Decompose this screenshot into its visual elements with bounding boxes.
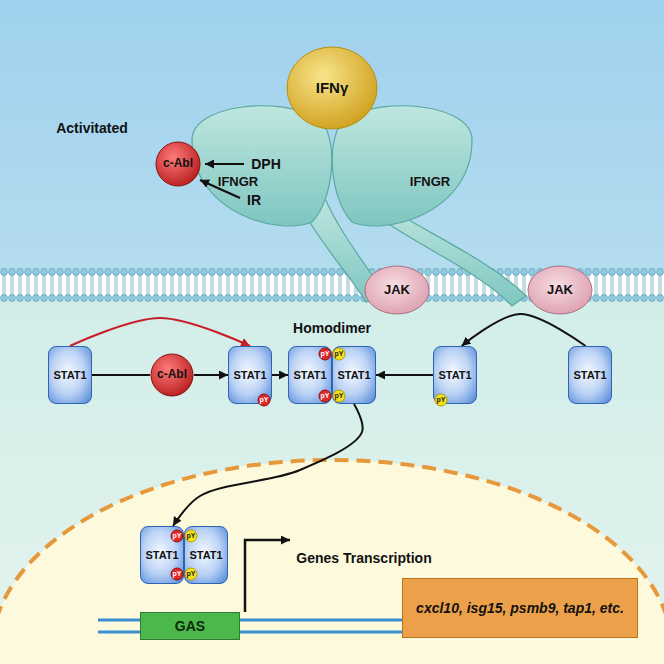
node-label: STAT1 — [189, 549, 222, 562]
node-shape — [171, 568, 183, 580]
connector-arrow — [173, 404, 363, 526]
jak-ellipse: JAK — [527, 265, 593, 315]
node-label: STAT1 — [293, 369, 326, 382]
receptor-label: IFNGR — [400, 171, 460, 193]
node-label: c-Abl — [163, 157, 193, 171]
phospho-dot: pY — [318, 389, 332, 403]
connector-arrow — [92, 374, 150, 376]
kinase-circle: c-Abl — [150, 353, 194, 397]
node-shape — [185, 568, 197, 580]
node-label: IFNGR — [410, 175, 450, 190]
receptor-label: IFNGR — [208, 171, 268, 193]
node-label: pY — [321, 350, 330, 358]
stat1-box: STAT1 — [568, 346, 612, 404]
node-label: c-Abl — [157, 368, 187, 382]
phospho-dot: pY — [332, 347, 346, 361]
node-label: pY — [437, 396, 446, 404]
node-label: pY — [335, 350, 344, 358]
connector-arrow — [70, 318, 250, 346]
gas-element: GAS — [140, 612, 240, 640]
node-shape — [151, 354, 193, 396]
phospho-dot: pY — [170, 567, 184, 581]
node-shape — [319, 390, 331, 402]
node-label: STAT1 — [573, 369, 606, 382]
transcription-arrow — [245, 540, 290, 612]
node-label: STAT1 — [233, 369, 266, 382]
node-label: pY — [173, 532, 182, 540]
node-shape — [287, 47, 377, 129]
node-shape — [319, 348, 331, 360]
node-shape — [156, 142, 200, 186]
drug-label: DPH — [251, 156, 281, 172]
node-label: pY — [187, 532, 196, 540]
node-heading: Activitated — [56, 120, 128, 136]
node-label: pY — [187, 570, 196, 578]
node-shape — [528, 266, 592, 314]
node-label: IFNGR — [218, 175, 258, 190]
complex-label: Homodimer — [293, 320, 371, 336]
stat1-box: STAT1 — [48, 346, 92, 404]
connector-arrow — [376, 374, 433, 376]
nucleus — [0, 460, 664, 664]
connector-arrow — [272, 374, 288, 376]
node-shape — [258, 394, 270, 406]
kinase-circle: Activitatedc-Abl — [155, 141, 201, 187]
node-label: pY — [321, 392, 330, 400]
node-label: JAK — [547, 283, 573, 298]
target-genes-box: cxcl10, isg15, psmb9, tap1, etc. — [402, 578, 638, 638]
node-label: STAT1 — [438, 369, 471, 382]
node-label: STAT1 — [337, 369, 370, 382]
node-label: IFNγ — [316, 79, 349, 96]
node-shape — [333, 348, 345, 360]
node-shape — [365, 266, 429, 314]
node-shape — [185, 530, 197, 542]
phospho-dot: pY — [434, 393, 448, 407]
phospho-dot: pY — [184, 529, 198, 543]
node-label: GAS — [175, 618, 205, 634]
phospho-dot: pY — [170, 529, 184, 543]
phospho-dot: pY — [184, 567, 198, 581]
node-shape — [171, 530, 183, 542]
node-label: STAT1 — [53, 369, 86, 382]
ligand-ellipse: IFNγ — [286, 46, 378, 130]
process-label: Genes Transcription — [296, 550, 431, 566]
node-label: pY — [173, 570, 182, 578]
node-shape — [435, 394, 447, 406]
node-label: JAK — [384, 283, 410, 298]
node-shape — [333, 390, 345, 402]
jak-ellipse: JAK — [364, 265, 430, 315]
phospho-dot: pY — [318, 347, 332, 361]
node-label: pY — [260, 396, 269, 404]
connector-arrow — [462, 314, 586, 346]
phospho-dot: pY — [332, 389, 346, 403]
receptor — [192, 106, 526, 306]
phospho-dot: pY — [257, 393, 271, 407]
node-label: STAT1 — [145, 549, 178, 562]
connector-arrow — [194, 374, 228, 376]
stimulus-label: IR — [247, 192, 261, 208]
stimulus-arrow — [205, 163, 244, 165]
node-label: pY — [335, 392, 344, 400]
node-label: cxcl10, isg15, psmb9, tap1, etc. — [416, 600, 624, 616]
